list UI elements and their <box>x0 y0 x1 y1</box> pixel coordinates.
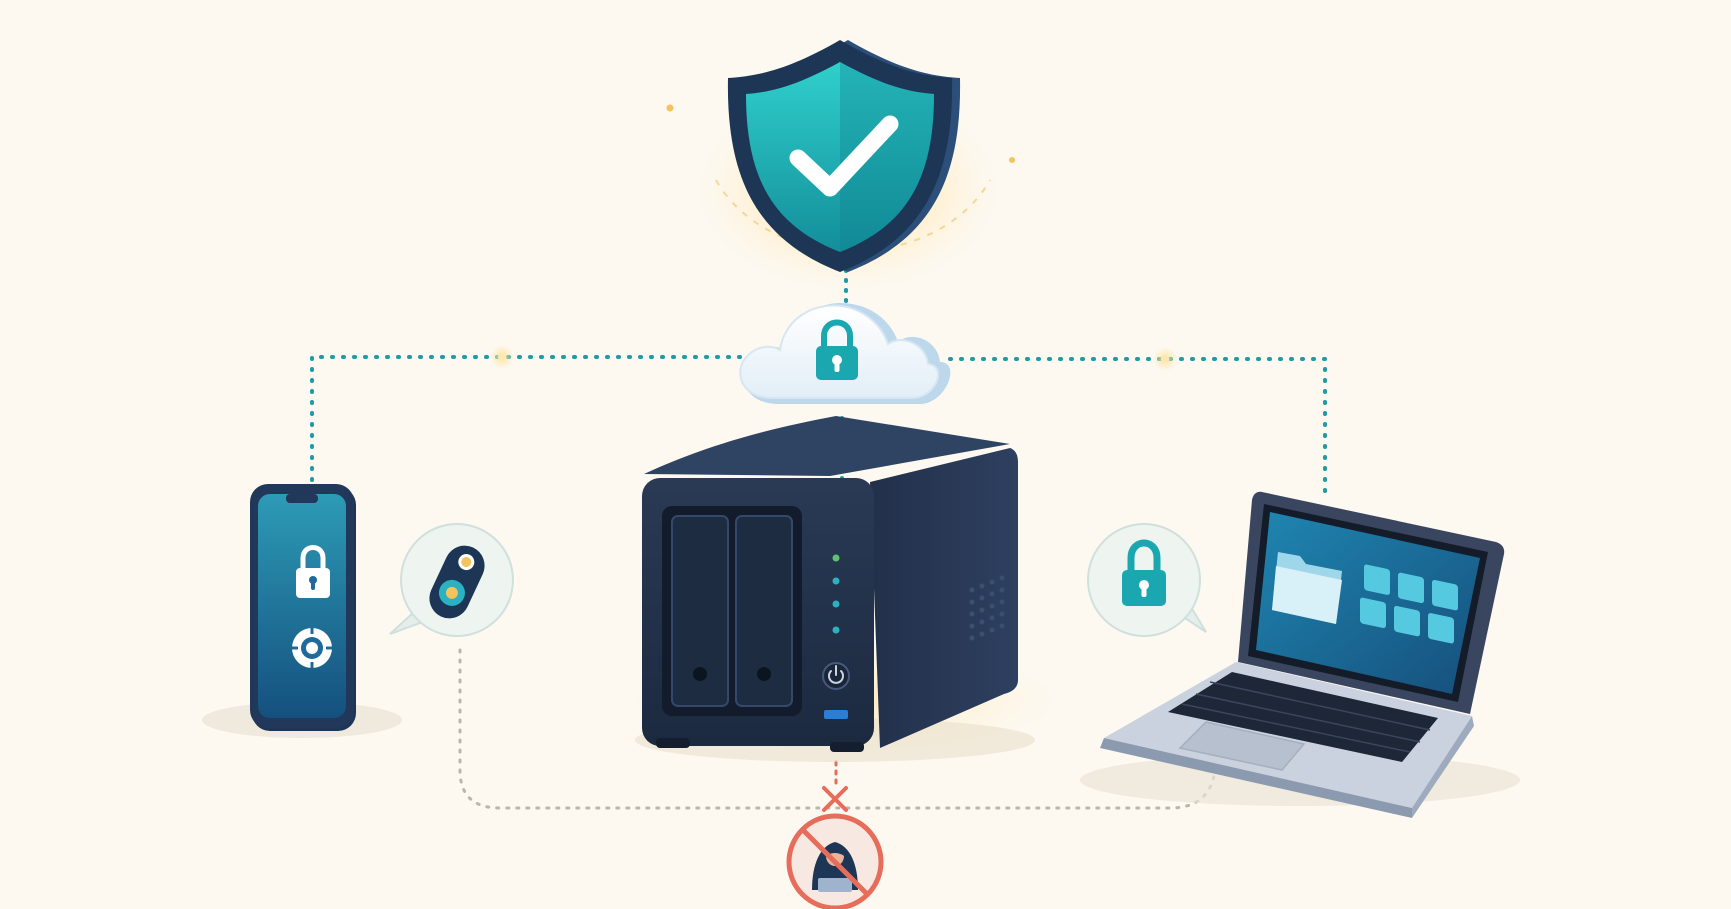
cloud-lock-icon <box>739 302 951 404</box>
spark-dot <box>1161 355 1169 363</box>
shield-halo-arc <box>715 179 991 253</box>
spark-dot <box>1009 157 1015 163</box>
hacker-blocked-icon <box>786 786 884 909</box>
shield-check-icon <box>727 40 961 272</box>
nas-server-icon <box>635 416 1035 762</box>
link-cloud-laptop <box>948 357 1327 496</box>
smartphone-lock-icon <box>202 484 402 738</box>
link-cloud-phone <box>310 355 742 492</box>
laptop-folder-icon <box>1080 491 1520 818</box>
padlock-icon <box>1087 523 1207 637</box>
link-blocked-path <box>458 648 1217 810</box>
spark-dot <box>498 353 506 361</box>
security-key-icon <box>389 523 514 637</box>
spark-dot <box>666 104 674 112</box>
